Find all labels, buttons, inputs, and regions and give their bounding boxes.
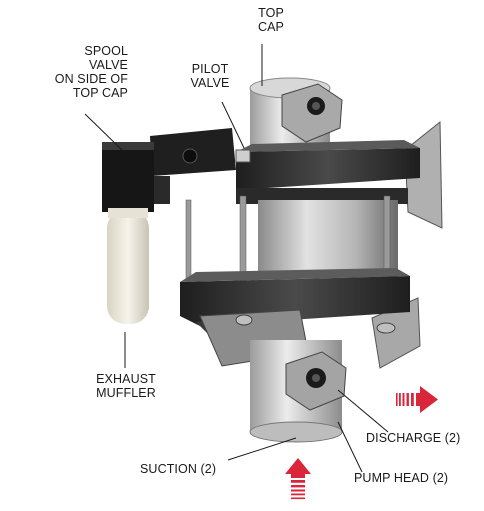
label-exhaust-muffler-line: EXHAUST	[96, 372, 156, 386]
label-top-cap-line: CAP	[257, 20, 284, 34]
pump-head	[249, 340, 347, 443]
spool-valve	[102, 128, 251, 212]
label-spool-valve-line: TOP CAP	[72, 86, 128, 100]
leader-lines	[84, 44, 389, 473]
label-pump-head: PUMP HEAD (2)	[354, 471, 449, 485]
label-discharge: DISCHARGE (2)	[366, 431, 461, 445]
label-spool-valve-line: ON SIDE OF	[54, 72, 128, 86]
label-suction: SUCTION (2)	[140, 462, 217, 476]
label-exhaust-muffler: EXHAUST MUFFLER	[86, 372, 166, 400]
label-spool-valve-line: VALVE	[89, 58, 128, 72]
leader-spool-valve	[84, 113, 123, 151]
label-exhaust-muffler-line: MUFFLER	[96, 386, 156, 400]
arrow-right-icon	[396, 386, 438, 413]
leader-suction	[227, 437, 297, 461]
exhaust-muffler	[107, 208, 149, 324]
label-pilot-valve-line: PILOT	[191, 62, 229, 76]
leader-discharge	[337, 389, 389, 433]
leader-pump-head	[337, 421, 363, 473]
label-pilot-valve: PILOT VALVE	[180, 62, 240, 90]
label-spool-valve: SPOOL VALVE ON SIDE OF TOP CAP	[18, 44, 128, 100]
leader-pilot-valve	[221, 101, 245, 149]
label-spool-valve-line: SPOOL	[84, 44, 128, 58]
label-top-cap: TOP CAP	[246, 6, 296, 34]
barrel	[185, 195, 398, 291]
arrow-up-icon	[285, 458, 311, 500]
label-top-cap-line: TOP	[258, 6, 284, 20]
upper-plate	[236, 140, 420, 204]
label-pilot-valve-line: VALVE	[190, 76, 230, 90]
